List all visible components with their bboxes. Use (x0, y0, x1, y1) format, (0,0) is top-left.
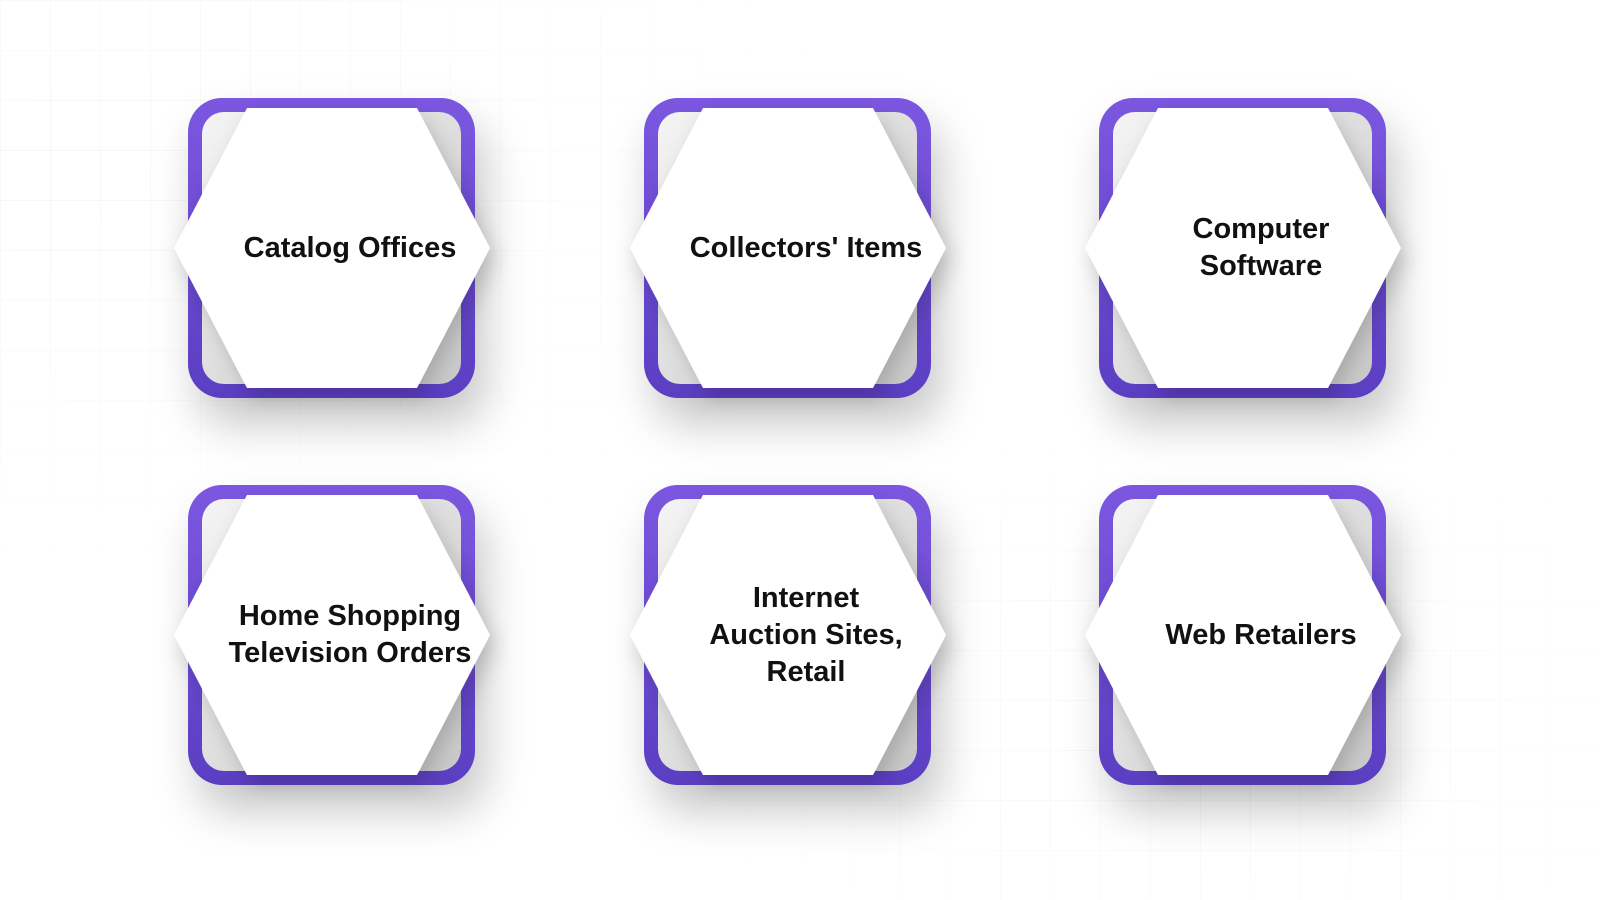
card-label: Catalog Offices (243, 231, 457, 264)
card-label: Computer Software (1192, 213, 1330, 282)
card-frame-graphic (174, 485, 490, 785)
card-label: Web Retailers (1165, 618, 1357, 651)
card-catalog-offices: Catalog Offices (174, 95, 515, 401)
card-internet-auction-sites-retail: Internet Auction Sites, Retail (630, 482, 971, 788)
card-frame-graphic (1085, 485, 1401, 785)
card-web-retailers: Web Retailers (1085, 482, 1426, 788)
card-frame-graphic (630, 485, 946, 785)
card-collectors-items: Collectors' Items (630, 95, 971, 401)
card-label: Internet Auction Sites, Retail (709, 581, 903, 688)
card-frame-graphic (174, 98, 490, 398)
card-label: Home Shopping Television Orders (228, 600, 472, 669)
card-frame-graphic (630, 98, 946, 398)
card-computer-software: Computer Software (1085, 95, 1426, 401)
card-label: Collectors' Items (689, 231, 923, 264)
card-home-shopping-television-orders: Home Shopping Television Orders (174, 482, 515, 788)
card-frame-graphic (1085, 98, 1401, 398)
